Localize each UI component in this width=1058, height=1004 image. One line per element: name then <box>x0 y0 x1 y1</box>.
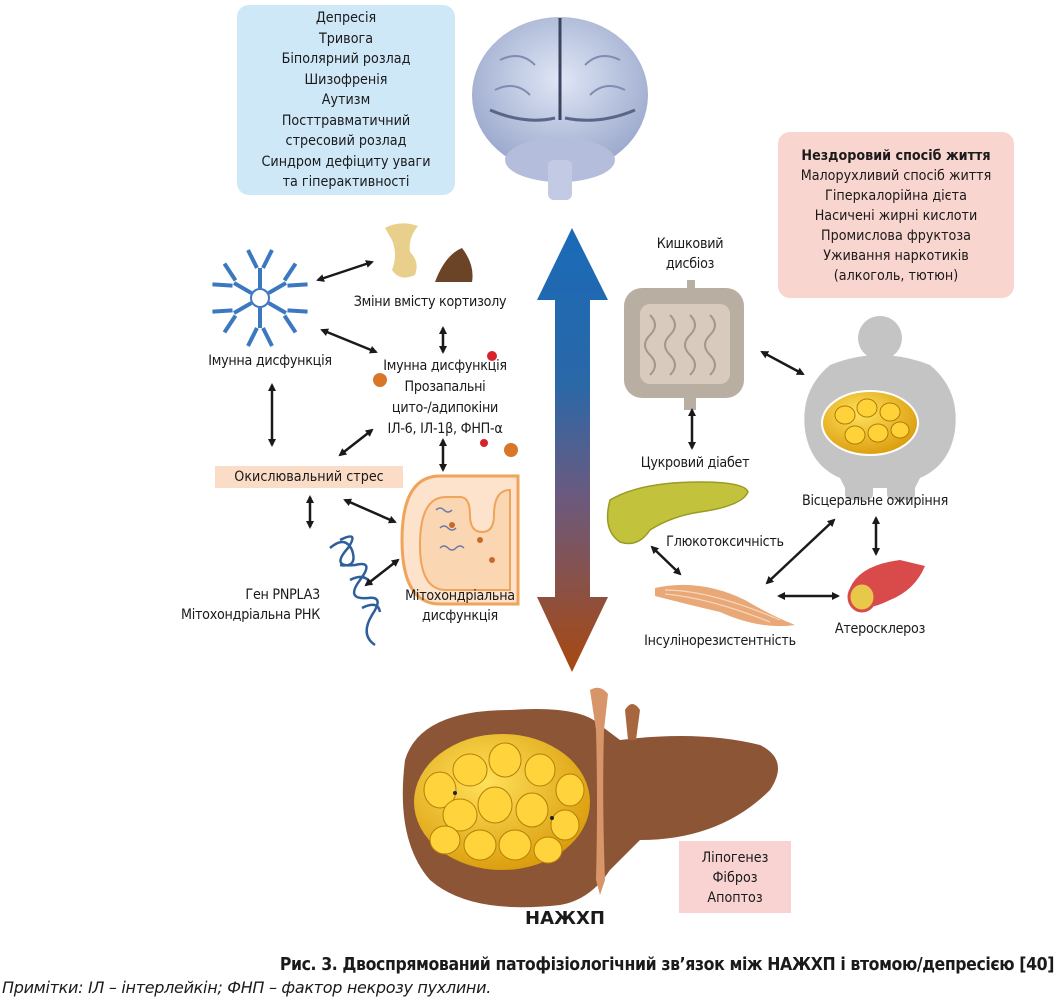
cytokines-line: Прозапальні <box>404 379 486 395</box>
oxidative-stress-tag: Окислювальний стрес <box>215 466 403 488</box>
liver-illustration <box>402 687 778 908</box>
figure-note: Примітки: ІЛ – інтерлейкін; ФНП – фактор… <box>2 978 491 997</box>
disorder-item: Посттравматичний <box>281 112 411 129</box>
gene-label: Ген PNPLA3 Мітохондріальна РНК <box>153 585 320 625</box>
mito-line: дисфункція <box>422 608 498 624</box>
psychiatric-disorders-box: Депресія Тривога Біполярний розлад Шизоф… <box>237 5 455 195</box>
arrow-gut-obesity <box>760 350 805 376</box>
mito-line: Мітохондріальна <box>405 588 515 604</box>
adrenal-gland-icon <box>385 223 473 282</box>
arrow-antibody-immune <box>320 328 378 354</box>
muscle-icon <box>655 584 795 627</box>
liver-effect: Фіброз <box>712 870 758 886</box>
gene-line: Мітохондріальна РНК <box>180 607 320 623</box>
disorder-item: стресовий розлад <box>285 133 407 149</box>
disorder-item: Депресія <box>315 10 377 26</box>
antibody-icon <box>210 249 310 348</box>
arrow-gene-mito <box>364 558 400 587</box>
lifestyle-item: Промислова фруктоза <box>821 228 971 244</box>
nafld-label: НАЖХП <box>525 908 605 929</box>
disorder-item: Шизофренія <box>304 71 388 88</box>
figure-caption: Рис. 3. Двоспрямований патофізіологічний… <box>279 955 1055 975</box>
gut-line: дисбіоз <box>665 256 715 272</box>
lifestyle-item: Малорухливий спосіб життя <box>800 168 992 184</box>
cytokines-line: Імунна дисфункція <box>383 358 507 374</box>
relationship-arrows <box>268 260 880 600</box>
dna-helix-icon <box>329 535 382 647</box>
disorder-item: Синдром дефіциту уваги <box>261 153 431 170</box>
lifestyle-item: Уживання наркотиків <box>823 248 969 264</box>
lifestyle-title: Нездоровий спосіб життя <box>801 148 991 164</box>
oxidative-stress-label: Окислювальний стрес <box>234 469 384 485</box>
arrow-pancreas-muscle <box>650 545 682 576</box>
mitochondrion-icon <box>400 474 520 606</box>
disorder-item: Біполярний розлад <box>281 51 411 67</box>
disorder-item: Тривога <box>318 30 374 47</box>
cytokines-label: Імунна дисфункція Прозапальні цито-/адип… <box>370 356 520 440</box>
atherosclerosis-label: Атеросклероз <box>834 621 926 637</box>
arrow-oxidative-cytokines <box>338 428 374 457</box>
cytokines-line: ІЛ-6, ІЛ-1β, ФНП-α <box>387 421 503 437</box>
arrow-muscle-obesity <box>765 518 836 585</box>
gene-line: Ген PNPLA3 <box>245 587 320 603</box>
cortisol-label: Зміни вмісту кортизолу <box>353 294 507 310</box>
lifestyle-item: Насичені жирні кислоти <box>814 208 978 224</box>
liver-effects-box: Ліпогенез Фіброз Апоптоз <box>679 841 791 913</box>
lifestyle-item: (алкоголь, тютюн) <box>833 268 959 284</box>
glucotoxicity-label: Глюкотоксичність <box>666 534 784 550</box>
bidirectional-arrow <box>537 228 608 672</box>
visceral-obesity-figure <box>804 316 956 500</box>
diabetes-label: Цукровий діабет <box>640 455 750 471</box>
lifestyle-item: Гіперкалорійна дієта <box>825 188 967 204</box>
gut-dysbiosis-label: Кишковий дисбіоз <box>637 234 743 274</box>
liver-effect: Ліпогенез <box>701 850 769 866</box>
artery-atherosclerosis-icon <box>847 560 925 613</box>
arrow-antibody-cortisol <box>316 260 374 282</box>
cytokine-dots <box>373 351 518 457</box>
gut-line: Кишковий <box>656 236 724 252</box>
liver-effect: Апоптоз <box>707 890 763 906</box>
brain-illustration <box>472 17 648 200</box>
arrow-oxidative-mito <box>343 498 397 524</box>
immune-dysfunction-label: Імунна дисфункція <box>208 353 332 369</box>
insulin-resistance-label: Інсулінорезистентність <box>644 633 796 649</box>
unhealthy-lifestyle-box: Нездоровий спосіб життя Малорухливий спо… <box>778 132 1014 298</box>
disorder-item: та гіперактивності <box>282 174 410 190</box>
visceral-obesity-label: Вісцеральне ожиріння <box>801 493 949 509</box>
cytokines-line: цито-/адипокіни <box>391 400 499 416</box>
disorder-item: Аутизм <box>321 92 371 108</box>
pancreas-icon <box>606 481 749 545</box>
intestine-icon <box>624 280 744 410</box>
mito-dysfunction-label: Мітохондріальна дисфункція <box>394 586 526 626</box>
